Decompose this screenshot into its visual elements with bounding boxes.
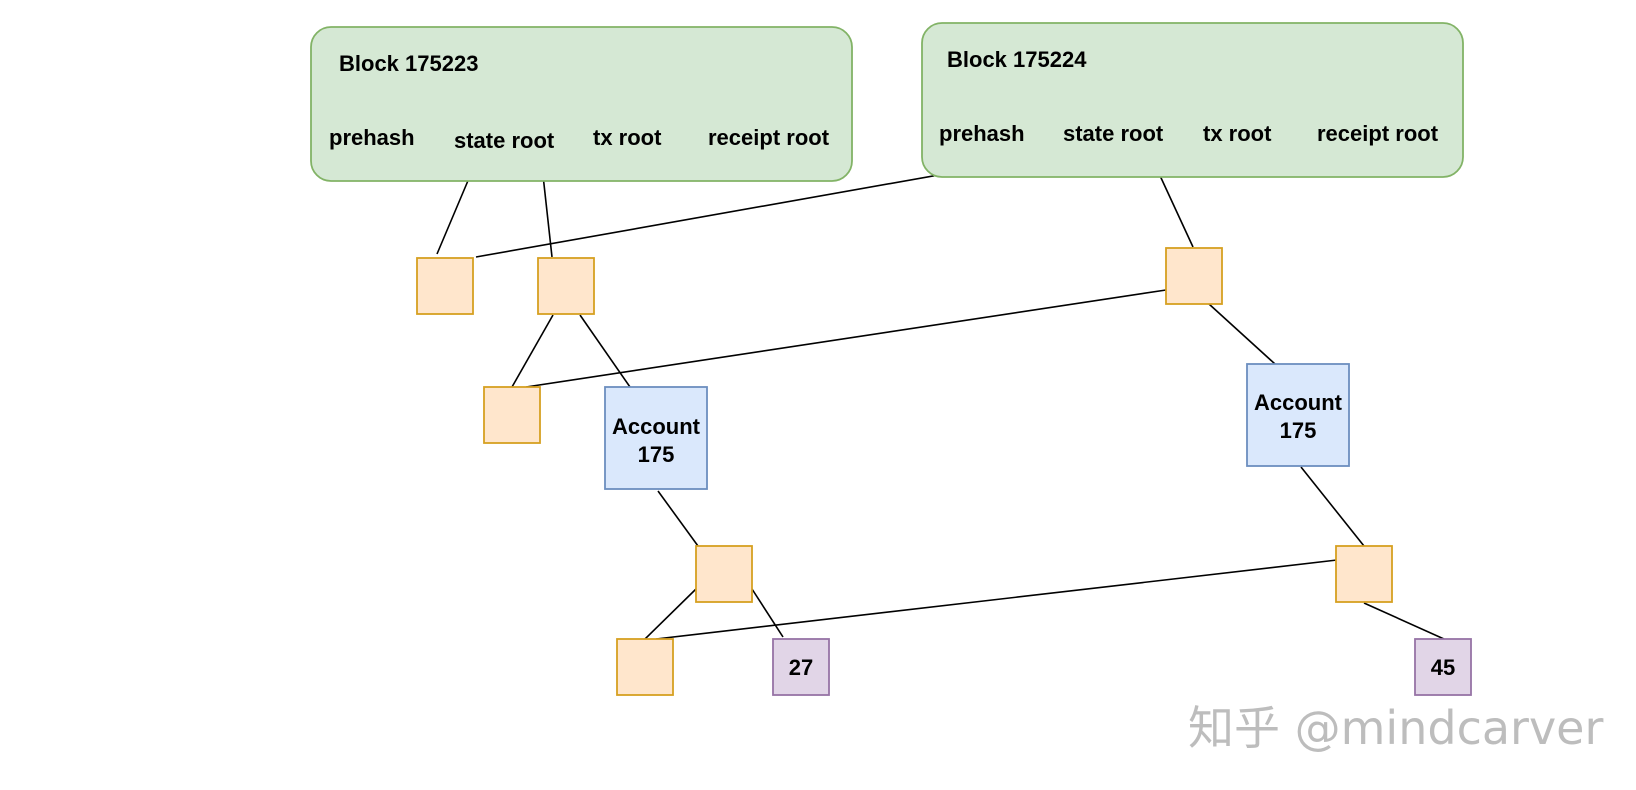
block-field-receipt-root: receipt root <box>1317 121 1439 146</box>
account-label-line1: Account <box>1254 390 1343 415</box>
trie-node <box>695 545 753 603</box>
block-title: Block 175224 <box>947 47 1087 72</box>
trie-node <box>616 638 674 696</box>
account-label-line1: Account <box>612 414 701 439</box>
trie-node <box>537 257 595 315</box>
block-title: Block 175223 <box>339 51 478 76</box>
edge-node-g-to-value-45 <box>1363 602 1445 640</box>
trie-node <box>1335 545 1393 603</box>
watermark: 知乎 @mindcarver <box>1188 701 1603 755</box>
account-175-right: Account 175 <box>1246 363 1350 467</box>
trie-nodes <box>416 247 1393 696</box>
trie-node <box>483 386 541 444</box>
edge-account-left-to-node-e <box>657 490 699 547</box>
edge-node-b-to-node-d <box>511 314 554 388</box>
edge-node-c-to-node-d <box>525 289 1167 388</box>
trie-node <box>1165 247 1223 305</box>
edge-node-b-to-account-left <box>579 314 631 388</box>
block-175223: Block 175223 prehash state root tx root … <box>310 26 853 182</box>
block-field-prehash: prehash <box>939 121 1025 146</box>
block-field-prehash: prehash <box>329 125 415 150</box>
edge-node-e-to-node-f <box>644 588 697 640</box>
account-label-line2: 175 <box>1280 418 1317 443</box>
value-node <box>772 638 830 696</box>
edge-node-g-to-node-f <box>655 559 1338 640</box>
value-label: 27 <box>789 655 813 680</box>
block-field-receipt-root: receipt root <box>708 125 830 150</box>
block-container <box>921 22 1464 178</box>
edge-account-right-to-node-g <box>1300 466 1365 547</box>
block-175224: Block 175224 prehash state root tx root … <box>921 22 1464 178</box>
block-container <box>310 26 853 182</box>
value-leaf-27: 27 <box>772 638 830 696</box>
edge-node-c-to-account-right <box>1208 303 1276 365</box>
account-label-line2: 175 <box>638 442 675 467</box>
edge-node-e-to-value-27 <box>751 588 784 638</box>
value-leaf-45: 45 <box>1414 638 1472 696</box>
account-175-left: Account 175 <box>604 386 708 490</box>
block-field-state-root: state root <box>1063 121 1164 146</box>
account-node <box>604 386 708 490</box>
block-field-tx-root: tx root <box>1203 121 1272 146</box>
block-field-state-root: state root <box>454 128 555 153</box>
value-label: 45 <box>1431 655 1455 680</box>
account-node <box>1246 363 1350 467</box>
value-node <box>1414 638 1472 696</box>
trie-node <box>416 257 474 315</box>
block-field-tx-root: tx root <box>593 125 662 150</box>
